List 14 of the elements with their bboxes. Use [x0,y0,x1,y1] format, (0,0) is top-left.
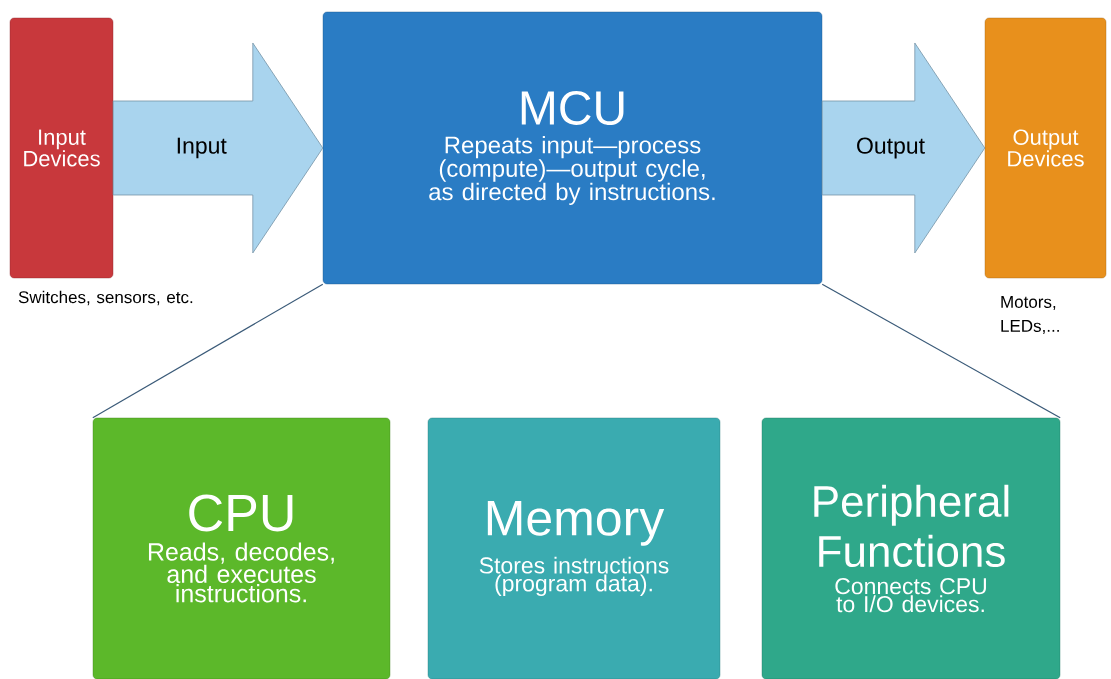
edge-label: Input [177,137,227,159]
block: Output Devices [984,17,1107,279]
node-label: Motors, LEDs,... [1001,296,1059,334]
block: Peripheral Functions Connects CPU to I/O devices. [761,417,1061,679]
node-label: Switches, sensors, etc. [18,290,193,306]
connector-line [92,283,324,419]
block: CPU Reads, decodes, and executes instructions. [92,417,391,679]
block: Memory Stores instructions (program data). [427,417,721,679]
connector-line [821,283,1061,419]
block: Input Devices [9,17,114,279]
block-arrow [112,42,324,254]
edge-label: Output [857,137,925,159]
block: MCU Repeats input—process (compute)—output cycle, as directed by instructions. [322,11,823,285]
block-arrow [821,42,986,254]
